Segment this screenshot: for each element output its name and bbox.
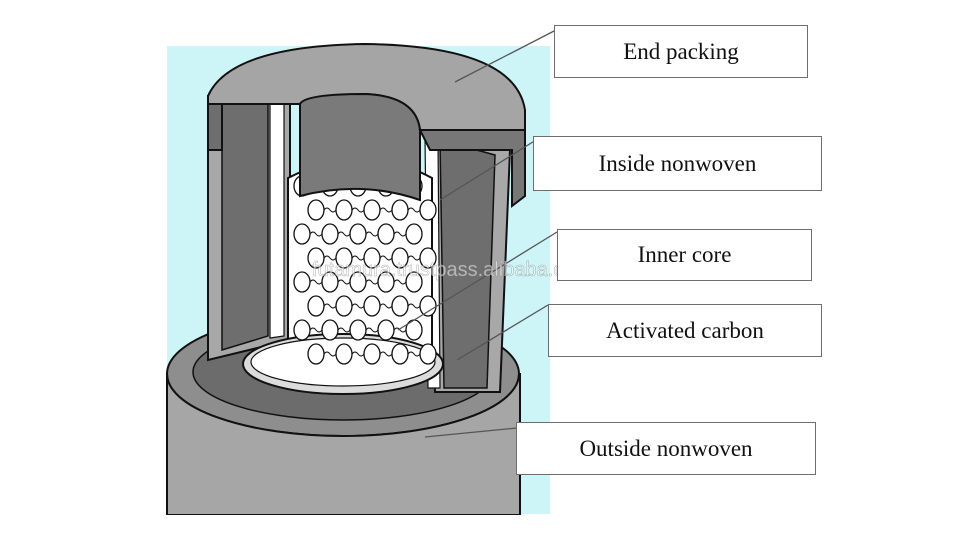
core-hole (419, 343, 437, 365)
core-hole (391, 343, 409, 365)
label-activated-carbon: Activated carbon (548, 304, 822, 357)
label-end-packing: End packing (554, 25, 808, 78)
core-hole (377, 319, 395, 341)
label-outside-nonwoven-text: Outside nonwoven (579, 435, 753, 461)
core-hole (321, 223, 339, 245)
core-strut (407, 351, 421, 357)
core-hole (293, 271, 311, 293)
core-hole (293, 223, 311, 245)
core-mesh-holes (293, 175, 437, 365)
core-strut (379, 255, 393, 261)
core-strut (337, 327, 351, 333)
core-hole (349, 223, 367, 245)
core-strut (323, 303, 337, 309)
core-strut (379, 351, 393, 357)
core-hole (335, 295, 353, 317)
label-inner-core: Inner core (557, 229, 812, 281)
core-strut (351, 255, 365, 261)
core-hole (377, 223, 395, 245)
label-inside-nonwoven: Inside nonwoven (533, 136, 822, 191)
end-packing-cap (207, 42, 526, 209)
leader-outside-nonwoven (424, 427, 518, 438)
core-hole (349, 319, 367, 341)
core-strut (393, 231, 407, 237)
core-strut (351, 207, 365, 213)
inner-core (242, 158, 444, 395)
core-strut (323, 351, 337, 357)
core-hole (335, 343, 353, 365)
core-hole (321, 319, 339, 341)
label-inner-core-text: Inner core (637, 242, 732, 267)
core-strut (309, 231, 323, 237)
core-hole (419, 247, 437, 269)
core-hole (307, 199, 325, 221)
core-strut (365, 231, 379, 237)
core-hole (405, 271, 423, 293)
core-strut (407, 303, 421, 309)
leader-lines (397, 29, 558, 438)
core-strut (379, 207, 393, 213)
leader-inside-nonwoven (439, 139, 537, 201)
core-hole (363, 343, 381, 365)
core-strut (323, 207, 337, 213)
core-strut (365, 327, 379, 333)
core-hole (419, 295, 437, 317)
label-activated-carbon-text: Activated carbon (606, 317, 764, 343)
core-hole (363, 199, 381, 221)
core-strut (407, 255, 421, 261)
label-inside-nonwoven-text: Inside nonwoven (598, 150, 757, 176)
core-strut (351, 303, 365, 309)
core-hole (391, 295, 409, 317)
core-strut (337, 279, 351, 285)
core-strut (309, 279, 323, 285)
core-strut (393, 279, 407, 285)
label-outside-nonwoven: Outside nonwoven (516, 422, 816, 475)
core-strut (351, 351, 365, 357)
core-hole (307, 343, 325, 365)
watermark: futamura.trustpass.alibaba.com (312, 259, 591, 281)
leader-end-packing (454, 29, 557, 83)
core-strut (393, 327, 407, 333)
core-hole (363, 295, 381, 317)
core-hole (335, 199, 353, 221)
label-end-packing-text: End packing (623, 38, 739, 64)
core-hole (405, 223, 423, 245)
core-hole (293, 319, 311, 341)
core-hole (307, 295, 325, 317)
core-strut (337, 231, 351, 237)
core-strut (309, 327, 323, 333)
core-strut (379, 303, 393, 309)
leader-inner-core (397, 231, 558, 331)
core-hole (419, 199, 437, 221)
core-strut (365, 279, 379, 285)
core-hole (391, 199, 409, 221)
core-strut (323, 255, 337, 261)
core-strut (407, 207, 421, 213)
leader-activated-carbon (456, 304, 549, 361)
